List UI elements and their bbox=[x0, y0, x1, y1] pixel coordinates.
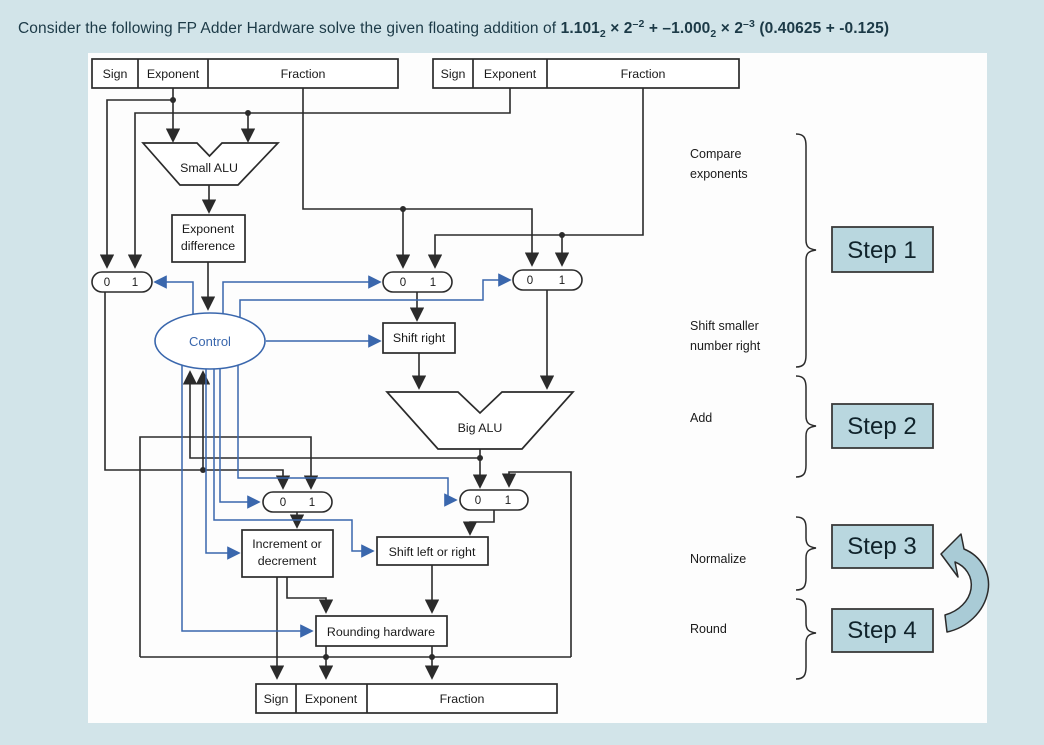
shift-right-block bbox=[382, 322, 456, 354]
shift-right-label: Shift right bbox=[393, 331, 446, 345]
big-alu-label: Big ALU bbox=[458, 421, 503, 435]
control-wires bbox=[153, 273, 512, 638]
annotation-compare-1: Compare bbox=[690, 147, 741, 161]
decimal-check: (0.40625 + -0.125) bbox=[754, 20, 890, 38]
reg-right-sign-label: Sign bbox=[441, 67, 466, 81]
small-alu-block bbox=[141, 142, 280, 186]
mux-fraction-left bbox=[382, 271, 453, 293]
question-title: Consider the following FP Adder Hardware… bbox=[18, 18, 1028, 40]
step1-box bbox=[831, 226, 934, 273]
step1-label: Step 1 bbox=[847, 237, 916, 264]
step-boxes bbox=[831, 226, 934, 653]
operand1: 1.101 bbox=[560, 20, 600, 38]
mux-fraction-left-0: 0 bbox=[400, 277, 406, 289]
operand2-base: 2 bbox=[710, 28, 717, 41]
step2-label: Step 2 bbox=[847, 413, 916, 440]
rounding-hardware-label: Rounding hardware bbox=[327, 625, 435, 639]
step4-box bbox=[831, 608, 934, 653]
times1: × 2 bbox=[605, 20, 633, 38]
shift-left-right-block bbox=[376, 536, 489, 566]
exponent2: –3 bbox=[743, 18, 755, 30]
title-prefix: Consider the following FP Adder Hardware… bbox=[18, 20, 561, 38]
control-block bbox=[154, 312, 266, 370]
step3-box bbox=[831, 524, 934, 569]
mux-sum-select-0: 0 bbox=[475, 495, 481, 507]
rounding-hardware-block bbox=[315, 615, 448, 647]
big-alu-block bbox=[385, 391, 575, 450]
mux-sum-select-1: 1 bbox=[505, 495, 511, 507]
shift-left-right-label: Shift left or right bbox=[389, 545, 476, 559]
register-result bbox=[255, 683, 558, 714]
exponent-difference-label-1: Exponent bbox=[182, 222, 235, 236]
exponent-difference-block bbox=[171, 214, 246, 263]
register-input-left bbox=[91, 58, 399, 89]
step4-label: Step 4 bbox=[847, 617, 916, 644]
mux-exponent-adjust-0: 0 bbox=[280, 497, 286, 509]
annotation-shift-smaller-2: number right bbox=[690, 339, 761, 353]
increment-decrement-label-2: decrement bbox=[258, 554, 317, 568]
reg-result-exponent-label: Exponent bbox=[305, 692, 358, 706]
times2: × 2 bbox=[716, 20, 744, 38]
increment-decrement-block bbox=[241, 529, 334, 578]
step-annotations: Compare exponents Shift smaller number r… bbox=[690, 147, 761, 636]
mux-exponent-select-0: 0 bbox=[104, 277, 110, 289]
reg-left-fraction-label: Fraction bbox=[281, 67, 326, 81]
small-alu-label: Small ALU bbox=[180, 161, 238, 175]
junction-dots bbox=[170, 97, 565, 660]
reg-result-fraction-label: Fraction bbox=[440, 692, 485, 706]
annotation-shift-smaller-1: Shift smaller bbox=[690, 319, 759, 333]
plus-sign: + bbox=[644, 20, 663, 38]
reg-right-exponent-label: Exponent bbox=[484, 67, 537, 81]
exponent1: –2 bbox=[632, 18, 645, 30]
control-label: Control bbox=[189, 334, 231, 349]
increment-decrement-label-1: Increment or bbox=[252, 537, 322, 551]
annotation-compare-2: exponents bbox=[690, 167, 748, 181]
mux-sum-select bbox=[459, 489, 529, 511]
operand2: –1.000 bbox=[662, 20, 711, 38]
mux-exponent-select-1: 1 bbox=[132, 277, 138, 289]
loop-back-arrow-icon bbox=[940, 533, 990, 633]
operand1-base: 2 bbox=[599, 28, 606, 41]
mux-fraction-left-1: 1 bbox=[430, 277, 436, 289]
annotation-normalize: Normalize bbox=[690, 552, 746, 566]
reg-right-fraction-label: Fraction bbox=[621, 67, 666, 81]
mux-fraction-right bbox=[512, 269, 583, 291]
exponent-difference-label-2: difference bbox=[181, 239, 235, 253]
reg-result-sign-label: Sign bbox=[264, 692, 289, 706]
reg-left-exponent-label: Exponent bbox=[147, 67, 200, 81]
mux-fraction-right-1: 1 bbox=[559, 275, 565, 287]
mux-exponent-select bbox=[91, 271, 153, 293]
step3-label: Step 3 bbox=[847, 533, 916, 560]
step2-box bbox=[831, 403, 934, 449]
mux-exponent-adjust-1: 1 bbox=[309, 497, 315, 509]
mux-exponent-adjust bbox=[262, 491, 333, 513]
step-braces bbox=[795, 133, 817, 680]
mux-fraction-right-0: 0 bbox=[527, 275, 533, 287]
annotation-add: Add bbox=[690, 411, 712, 425]
register-input-right bbox=[432, 58, 740, 89]
annotation-round: Round bbox=[690, 622, 727, 636]
reg-left-sign-label: Sign bbox=[103, 67, 128, 81]
